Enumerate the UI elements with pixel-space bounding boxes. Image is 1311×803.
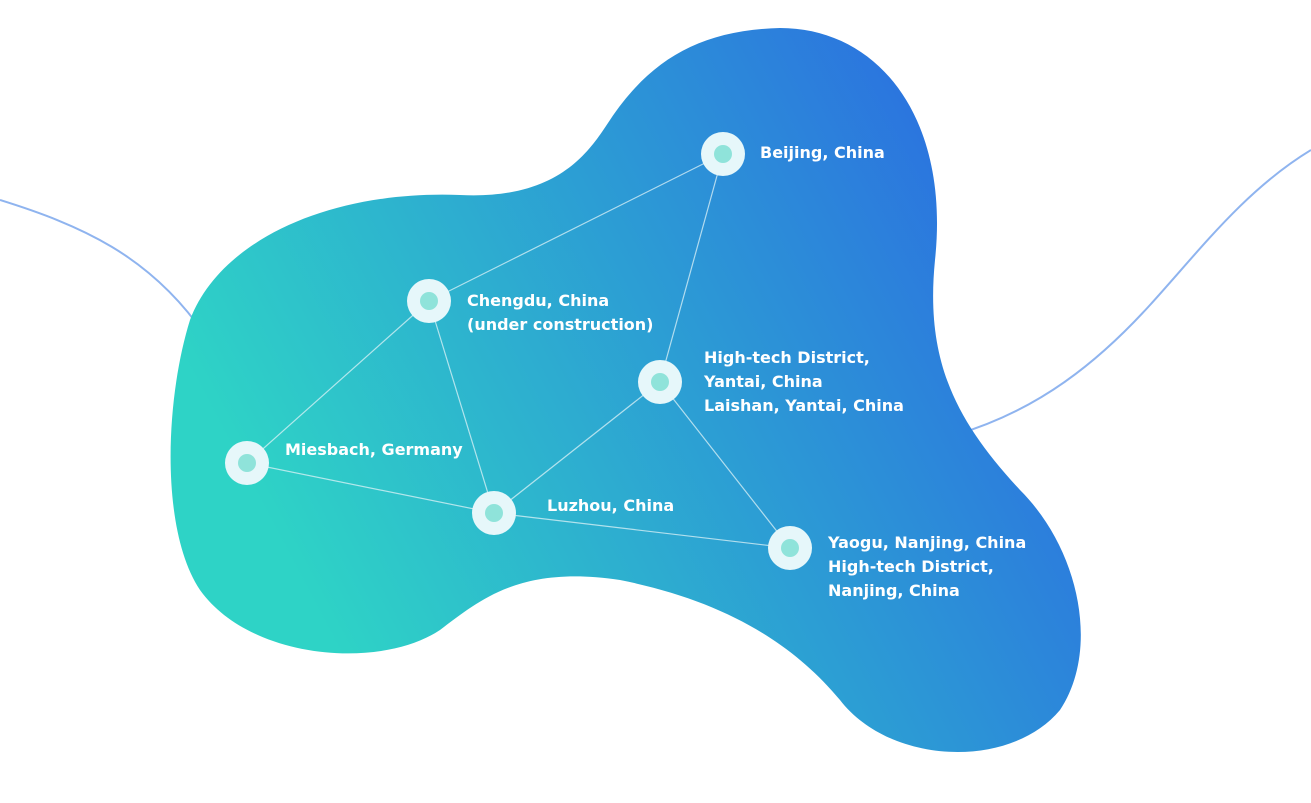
label-line: Nanjing, China	[828, 581, 960, 600]
node-nanjing[interactable]	[768, 526, 812, 570]
label-line: Yantai, China	[704, 372, 823, 391]
location-nodes	[225, 132, 812, 570]
label-line: Chengdu, China	[467, 291, 610, 310]
label-line: Beijing, China	[760, 143, 885, 162]
label-line: Miesbach, Germany	[285, 440, 463, 459]
node-miesbach[interactable]	[225, 441, 269, 485]
label-beijing: Beijing, China	[760, 141, 885, 165]
node-luzhou[interactable]	[472, 491, 516, 535]
link-yantai-nanjing	[659, 381, 791, 549]
node-yantai[interactable]	[638, 360, 682, 404]
node-core	[485, 504, 503, 522]
label-line: Luzhou, China	[547, 496, 675, 515]
node-core	[420, 292, 438, 310]
label-line: Laishan, Yantai, China	[704, 396, 904, 415]
label-line: High-tech District,	[828, 557, 994, 576]
link-luzhou-nanjing	[493, 512, 791, 549]
link-miesbach-luzhou	[246, 462, 495, 514]
decorative-curve-right	[954, 149, 1311, 436]
label-chengdu: Chengdu, China (under construction)	[467, 289, 654, 337]
node-core	[238, 454, 256, 472]
link-chengdu-beijing	[428, 153, 724, 302]
link-chengdu-miesbach	[246, 300, 430, 464]
label-line: Yaogu, Nanjing, China	[828, 533, 1027, 552]
node-chengdu[interactable]	[407, 279, 451, 323]
node-beijing[interactable]	[701, 132, 745, 176]
link-chengdu-luzhou	[428, 300, 495, 514]
label-luzhou: Luzhou, China	[547, 494, 674, 518]
decorative-curve-left	[0, 199, 206, 336]
link-lines	[246, 153, 791, 549]
label-line: High-tech District,	[704, 348, 870, 367]
node-core	[651, 373, 669, 391]
link-luzhou-yantai	[493, 381, 661, 514]
link-beijing-yantai	[659, 153, 724, 383]
node-core	[781, 539, 799, 557]
label-miesbach: Miesbach, Germany	[285, 438, 463, 462]
network-blob-background	[170, 28, 1081, 753]
node-core	[714, 145, 732, 163]
label-line: (under construction)	[467, 315, 654, 334]
